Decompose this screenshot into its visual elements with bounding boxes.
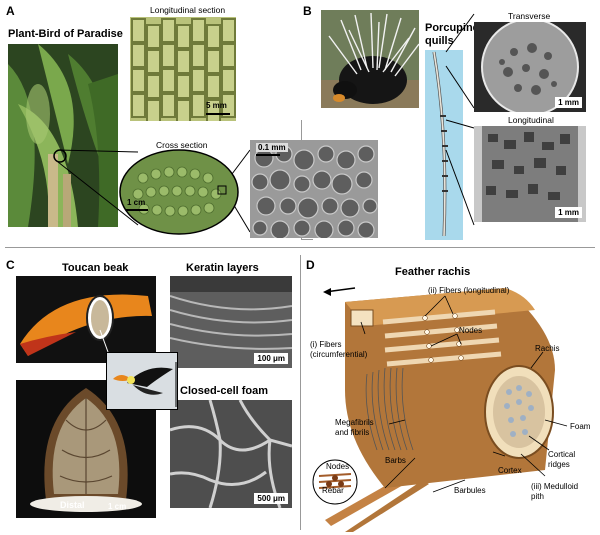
foam-scale-label: 500 μm	[254, 493, 288, 504]
panel-b-letter: B	[303, 4, 312, 18]
feather-rachis-title: Feather rachis	[395, 266, 471, 278]
foam-graphic	[170, 400, 292, 508]
label-medulloid-pith-1: (iii) Medulloid	[531, 482, 579, 491]
transverse-scale-label: 1 mm	[555, 97, 582, 108]
label-nodes: Nodes	[459, 326, 483, 335]
label-medulloid-pith-2: pith	[531, 492, 544, 501]
inset-label-rebar: Rebar	[322, 486, 344, 495]
panel-b-connectors	[445, 13, 475, 226]
toucan-beak-graphic	[16, 276, 156, 363]
porcupine-title-line2: quills	[425, 35, 454, 47]
toucan-beak-title: Toucan beak	[62, 262, 129, 274]
longitudinal-quill-image: 1 mm	[474, 126, 586, 222]
longitudinal-section-image: 5 mm	[130, 17, 236, 121]
zoom-cells-graphic	[250, 140, 378, 238]
panel-c-letter: C	[6, 258, 15, 272]
label-barbules: Barbules	[454, 486, 486, 495]
panel-a-title: Plant-Bird of Paradise	[8, 28, 123, 40]
inset-label-nodes: Nodes	[326, 462, 350, 471]
keratin-scale-label: 100 μm	[254, 353, 288, 364]
transverse-title: Transverse	[508, 11, 551, 21]
panel-c-connectors	[99, 329, 177, 407]
cross-section-scale-bar	[126, 209, 148, 211]
label-foam: Foam	[570, 422, 591, 431]
label-rachis: Rachis	[535, 344, 560, 353]
flying-toucan-photo	[106, 352, 178, 410]
toucan-beak-photo	[16, 276, 156, 363]
feather-rachis-diagram	[312, 287, 568, 532]
panel-a-letter: A	[6, 4, 15, 18]
label-cortex: Cortex	[498, 466, 522, 475]
porcupine-photo	[321, 10, 419, 108]
cross-section-ellipse	[119, 149, 239, 235]
closed-cell-foam-title: Closed-cell foam	[180, 385, 269, 397]
horizontal-divider	[5, 247, 595, 248]
label-fibers-circumferential-1: (i) Fibers	[310, 340, 342, 349]
flying-toucan-graphic	[107, 353, 177, 409]
label-barbs: Barbs	[385, 456, 406, 465]
longitudinal-cells-graphic	[130, 17, 236, 121]
plant-leaves-graphic	[8, 44, 118, 227]
panel-b-bracket-horizontal	[301, 239, 313, 240]
vertical-divider-bottom	[300, 255, 301, 530]
foam-image: 500 μm	[170, 400, 292, 508]
longitudinal-quill-graphic	[474, 126, 586, 222]
transverse-graphic	[474, 22, 586, 112]
porcupine-graphic	[321, 10, 419, 108]
keratin-layers-title: Keratin layers	[186, 262, 259, 274]
label-megafibrils-1: Megafibrils	[335, 418, 374, 427]
panel-d-letter: D	[306, 258, 315, 272]
longitudinal-quill-scale-label: 1 mm	[555, 207, 582, 218]
cross-section-title: Cross section	[156, 140, 208, 150]
longitudinal-scale-label: 5 mm	[206, 101, 227, 110]
label-cortical-ridges-1: Cortical	[548, 450, 576, 459]
transverse-image: 1 mm	[474, 22, 586, 112]
zoom-scale-label: 0.1 mm	[256, 143, 288, 152]
zoom-scale-bar	[256, 154, 280, 156]
longitudinal-scale-bar	[206, 113, 230, 115]
label-cortical-ridges-2: ridges	[548, 460, 570, 469]
label-fibers-longitudinal: (ii) Fibers (longitudinal)	[428, 286, 510, 295]
keratin-graphic	[170, 276, 292, 368]
quill-graphic	[432, 51, 448, 237]
distal-label: Distal	[60, 500, 85, 510]
label-megafibrils-2: and fibrils	[335, 428, 370, 437]
distal-scale-label: 1 cm	[108, 502, 127, 511]
longitudinal-section-title: Longitudinal section	[150, 5, 226, 15]
keratin-image: 100 μm	[170, 276, 292, 368]
cross-section-scale-label: 1 cm	[127, 198, 146, 207]
plant-photo	[8, 44, 118, 227]
label-fibers-circumferential-2: (circumferential)	[310, 350, 368, 359]
cross-section-zoom-image: 0.1 mm	[250, 140, 378, 238]
longitudinal-quill-title: Longitudinal	[508, 115, 554, 125]
